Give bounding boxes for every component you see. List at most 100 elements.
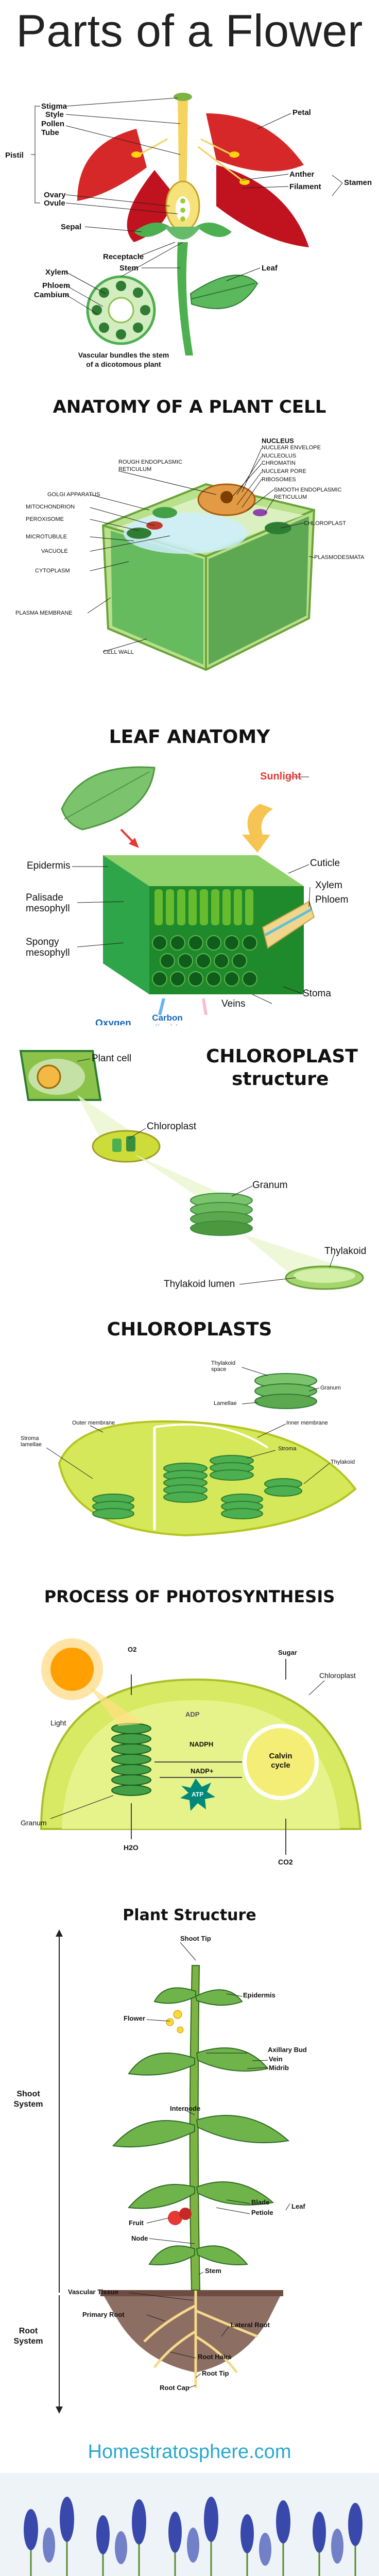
label-root-tip: Root Tip: [202, 2369, 229, 2377]
plant-cell-title: ANATOMY OF A PLANT CELL: [53, 397, 326, 417]
label-nuclear-envelope: NUCLEAR ENVELOPE: [262, 445, 321, 451]
label-granum: Granum: [21, 1819, 47, 1827]
label-chloroplast: CHLOROPLAST: [304, 520, 346, 527]
label-leaf: Leaf: [291, 2202, 305, 2210]
label-ovary: Ovary: [44, 191, 66, 199]
label-lateral-root: Lateral Root: [231, 2321, 270, 2329]
label-nucleolus: NUCLEOLUS: [262, 453, 297, 459]
footer-site-link[interactable]: Homestratosphere.com: [88, 2441, 291, 2463]
label-smooth-er: SMOOTH ENDOPLASMIC RETICULUM: [274, 487, 342, 500]
label-nadph: NADPH: [190, 1740, 214, 1748]
label-stroma-lamellae: Stroma lamellae: [21, 1435, 42, 1448]
label-receptacle: Receptacle: [103, 252, 144, 261]
label-stigma: Stigma: [41, 102, 67, 111]
label-sugar: Sugar: [278, 1649, 297, 1656]
label-granum: Granum: [320, 1385, 341, 1391]
label-vacuole: VACUOLE: [41, 548, 68, 554]
photosynthesis-diagram: O2 Sugar Chloroplast Light ADP NADPH NAD…: [0, 1613, 379, 1880]
label-primary-root: Primary Root: [82, 2311, 125, 2318]
label-ovule: Ovule: [44, 199, 65, 208]
label-ribosomes: RIBOSOMES: [262, 477, 296, 483]
label-midrib: Midrib: [269, 2064, 289, 2072]
label-node: Node: [131, 2234, 148, 2242]
label-internode: Internode: [170, 2105, 201, 2112]
plant-cell-illustration: [87, 448, 316, 671]
label-peroxisome: PEROXISOME: [26, 516, 64, 522]
label-atp: ATP: [192, 1791, 204, 1798]
label-thylakoid-lumen: Thylakoid lumen: [164, 1279, 235, 1290]
label-chloroplast: Chloroplast: [319, 1671, 356, 1680]
page-title: Parts of a Flower: [16, 5, 363, 56]
label-lamellae: Lamellae: [214, 1400, 237, 1406]
label-stem: Stem: [205, 2267, 221, 2275]
label-calvin-cycle: Calvin cycle: [269, 1752, 292, 1770]
label-thylakoid-space: Thylakoid space: [211, 1360, 236, 1372]
chloroplasts-illustration: [46, 1367, 357, 1537]
label-thylakoid: Thylakoid: [324, 1246, 367, 1257]
label-root-cap: Root Cap: [160, 2384, 190, 2392]
label-microtubule: MICROTUBULE: [26, 534, 67, 540]
label-co2: CO2: [278, 1858, 293, 1866]
label-mitochondrion: MITOCHONDRION: [26, 504, 75, 510]
label-anther: Anther: [289, 170, 315, 179]
label-petal: Petal: [292, 108, 311, 117]
label-axillary-bud: Axillary Bud: [268, 2046, 307, 2054]
label-xylem: Xylem: [45, 268, 68, 277]
label-stroma: Stroma: [278, 1446, 297, 1452]
photosynthesis-illustration: [40, 1638, 362, 1855]
leaf-anatomy-illustration: [61, 766, 315, 1015]
label-cuticle: Cuticle: [310, 858, 340, 869]
label-epidermis: Epidermis: [243, 1991, 275, 1999]
label-shoot-system: Shoot System: [13, 2090, 43, 2109]
label-sepal: Sepal: [61, 223, 82, 231]
label-granum: Granum: [252, 1180, 288, 1191]
chloroplast-zoom-illustration: [19, 1050, 364, 1290]
label-flower: Flower: [124, 2014, 145, 2022]
label-sunlight: Sunlight: [260, 771, 301, 782]
plant-structure-title: Plant Structure: [123, 1906, 256, 1924]
flowers-photo-strip: [0, 2473, 379, 2576]
plant-structure-illustration: [56, 1929, 290, 2414]
label-shoot-tip: Shoot Tip: [180, 1935, 211, 1942]
label-petiole: Petiole: [251, 2209, 273, 2216]
label-cambium: Cambium: [34, 291, 70, 299]
label-stoma: Stoma: [303, 988, 331, 999]
flower-illustration: [31, 93, 343, 355]
label-veins: Veins: [221, 998, 246, 1009]
label-chloroplast: Chloroplast: [147, 1121, 197, 1132]
plant-structure-diagram: Shoot Tip Epidermis Flower Axillary Bud …: [0, 1929, 379, 2419]
label-thylakoid: Thylakoid: [331, 1459, 355, 1465]
label-spongy: Spongy mesophyll: [26, 937, 70, 958]
label-plant-cell: Plant cell: [92, 1053, 132, 1064]
label-adp: ADP: [185, 1710, 200, 1718]
photosynthesis-title: PROCESS OF PHOTOSYNTHESIS: [44, 1587, 335, 1606]
label-o2: O2: [128, 1646, 137, 1653]
label-fruit: Fruit: [129, 2219, 144, 2227]
label-blade: Blade: [251, 2198, 270, 2206]
label-palisade: Palisade mesophyll: [26, 892, 70, 914]
label-stamen: Stamen: [344, 178, 372, 187]
leaf-anatomy-title: LEAF ANATOMY: [109, 726, 270, 748]
label-phloem: Phloem: [315, 894, 349, 905]
leaf-anatomy-diagram: Sunlight Cuticle Xylem Phloem Epidermis …: [0, 752, 379, 1025]
flower-diagram: Stigma Style Pollen Tube Pistil Ovary Ov…: [0, 77, 379, 392]
label-plasma-membrane: PLASMA MEMBRANE: [15, 610, 73, 616]
label-nucleus: NUCLEUS: [262, 437, 294, 445]
label-filament: Filament: [289, 182, 321, 191]
plant-cell-diagram: ROUGH ENDOPLASMIC RETICULUM NUCLEUS NUCL…: [0, 422, 379, 732]
label-cytoplasm: CYTOPLASM: [35, 568, 70, 574]
label-outer-membrane: Outer membrane: [72, 1420, 115, 1426]
label-plasmodesmata: PLASMODESMATA: [314, 554, 365, 561]
label-cell-wall: CELL WALL: [103, 649, 134, 655]
vascular-note: Vascular bundles the stem of a dicotomou…: [78, 351, 169, 368]
label-style: Style: [45, 110, 64, 119]
label-root-hairs: Root Hairs: [198, 2353, 232, 2361]
label-golgi: GOLGI APPARATUS: [47, 492, 100, 498]
chloroplasts-diagram: Thylakoid space Granum Lamellae Outer me…: [0, 1345, 379, 1561]
grape-hyacinth-illustration: [0, 2473, 379, 2576]
label-h2o: H2O: [124, 1843, 139, 1852]
chloroplast-structure-title-line2: structure: [232, 1069, 329, 1090]
label-vein: Vein: [269, 2055, 283, 2063]
label-oxygen: Oxygen: [95, 1018, 131, 1025]
label-root-system: Root System: [13, 2327, 43, 2346]
